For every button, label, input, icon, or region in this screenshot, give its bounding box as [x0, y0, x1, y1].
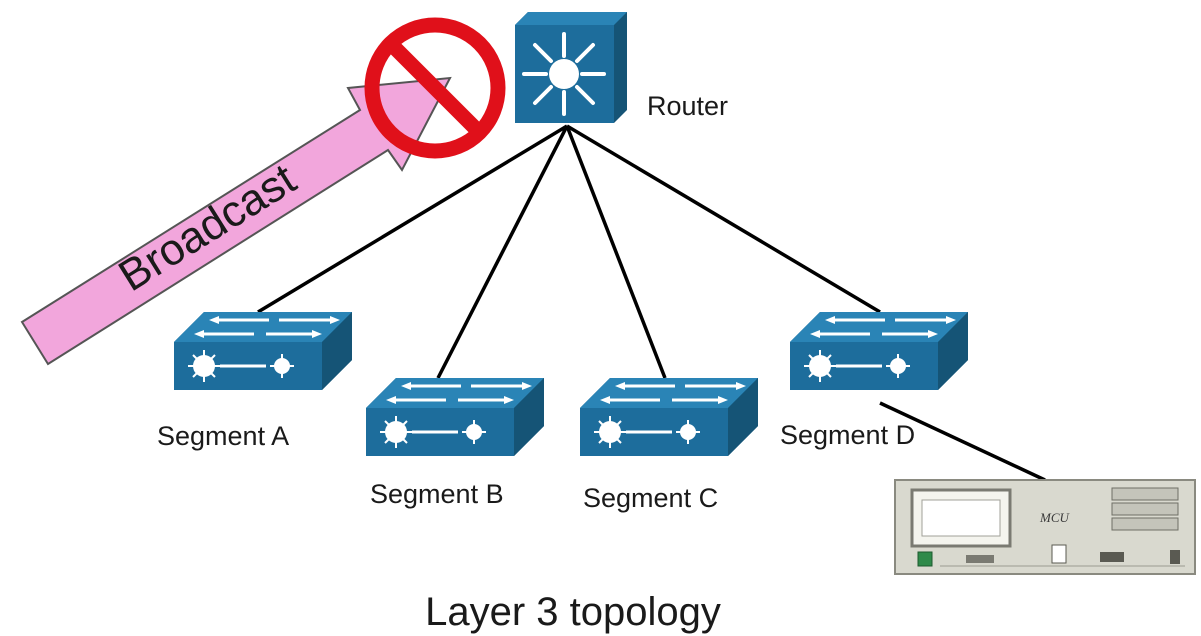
link-router-segment-c [565, 125, 667, 379]
switch-icon-segment-c [578, 376, 760, 458]
link-segment-d-mcu [879, 401, 1046, 482]
mcu-device-icon: MCU [894, 479, 1196, 575]
mcu-label: MCU [1039, 510, 1071, 525]
router-label: Router [647, 91, 728, 121]
segment-a-label: Segment A [157, 421, 289, 451]
segment-d-label: Segment D [780, 420, 915, 450]
switch-icon-segment-a [172, 310, 354, 392]
link-router-segment-a [257, 124, 568, 314]
link-router-segment-b [436, 125, 569, 379]
diagram-caption: Layer 3 topology [425, 590, 721, 634]
segment-c-label: Segment C [583, 483, 718, 513]
broadcast-label: Broadcast [110, 154, 304, 301]
prohibited-icon [364, 17, 506, 159]
link-router-segment-d [566, 124, 881, 314]
switch-icon-segment-b [364, 376, 546, 458]
segment-b-label: Segment B [370, 479, 504, 509]
switch-icon-segment-d [788, 310, 970, 392]
connection-lines [257, 124, 1046, 482]
router-icon [515, 12, 627, 123]
